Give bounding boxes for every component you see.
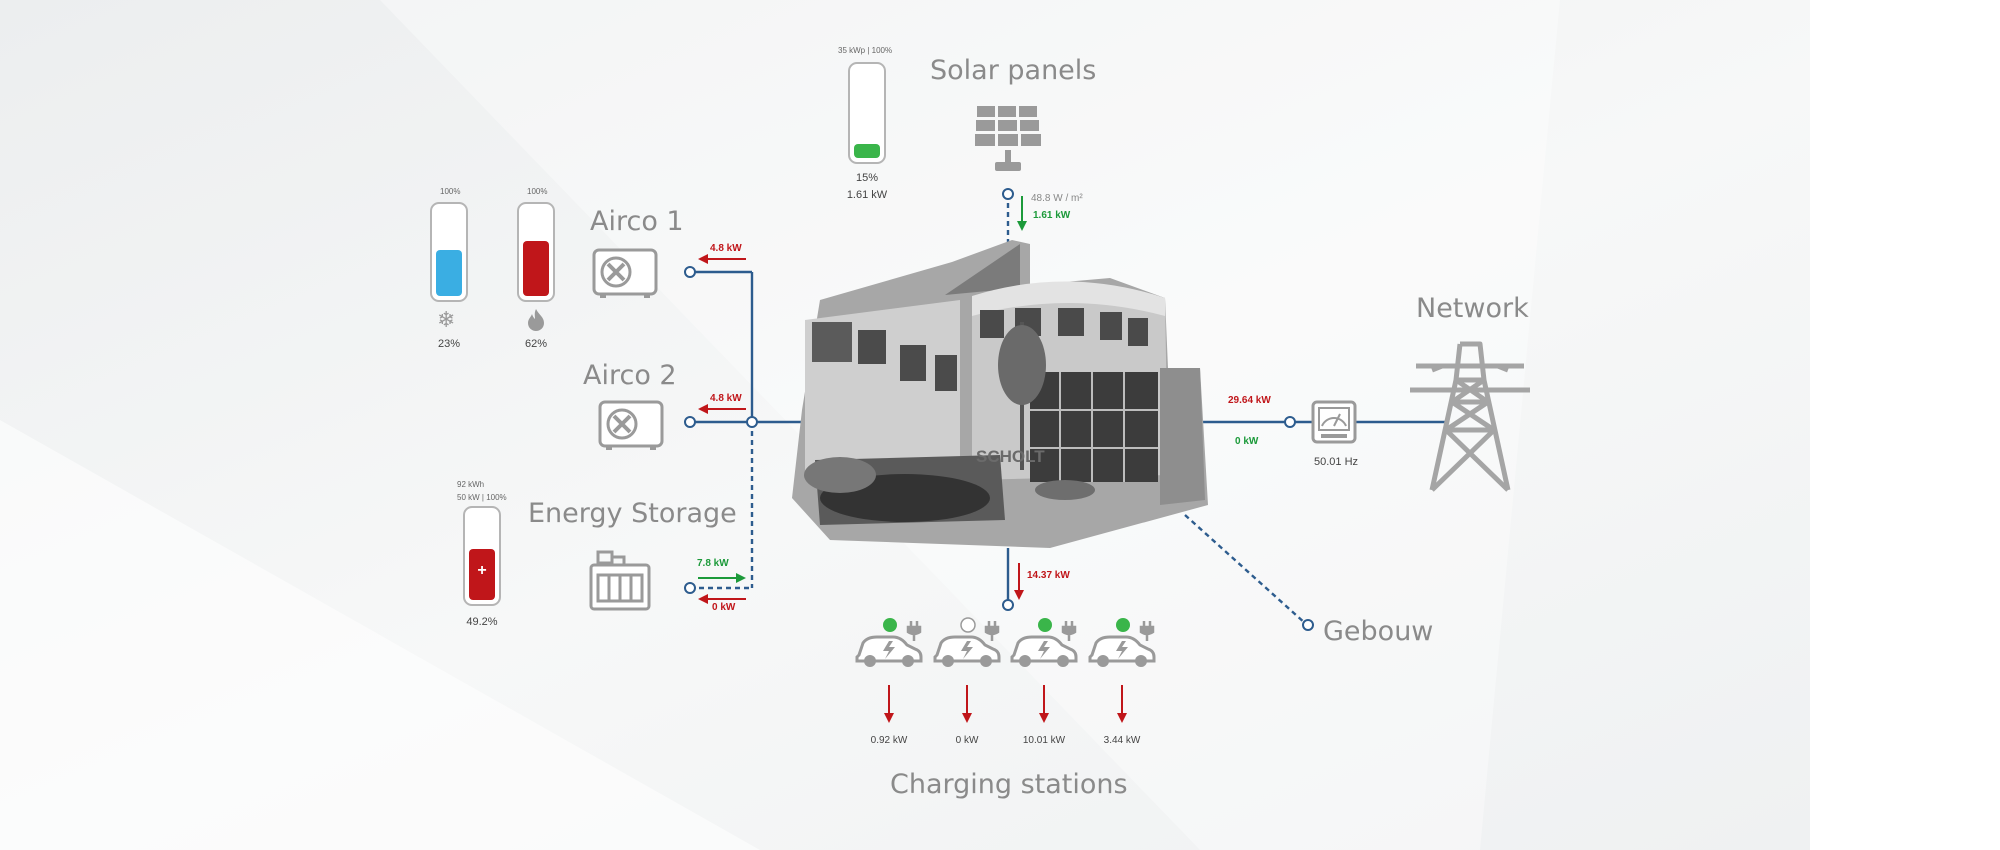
airco1-flow-label: 4.8 kW — [710, 243, 742, 254]
ev-car-icon — [933, 617, 1001, 667]
network-frequency-label: 50.01 Hz — [1313, 456, 1359, 468]
power-pylon-icon[interactable] — [1408, 340, 1532, 492]
storage-percent-label: 49.2% — [466, 616, 498, 628]
airco2-arrow-icon — [698, 404, 746, 414]
airco2-flow-label: 4.8 kW — [710, 393, 742, 404]
ev-car-icon — [855, 618, 923, 667]
solar-node[interactable] — [1002, 188, 1014, 200]
storage-gauge: + — [463, 506, 501, 606]
snowflake-icon: ❄ — [437, 308, 456, 333]
airco1-title: Airco 1 — [590, 206, 684, 237]
ev-car-icon — [1010, 618, 1078, 667]
airco2-title: Airco 2 — [583, 360, 677, 391]
station-arrows — [884, 685, 1127, 723]
station-power-label: 0.92 kW — [870, 735, 908, 746]
airco1-node[interactable] — [684, 266, 696, 278]
heating-gauge — [517, 202, 555, 302]
flame-icon — [528, 309, 544, 331]
battery-storage-icon[interactable] — [588, 549, 654, 613]
airco1-unit-icon[interactable] — [592, 248, 660, 300]
airco2-unit-icon[interactable] — [598, 400, 666, 452]
bus-node[interactable] — [746, 416, 758, 428]
cooling-percent-label: 23% — [437, 338, 461, 350]
storage-gauge-fill — [469, 549, 495, 600]
station-power-label: 0 kW — [955, 735, 979, 746]
cooling-gauge — [430, 202, 468, 302]
background-swoosh — [0, 420, 760, 850]
station-power-label: 3.44 kW — [1103, 735, 1141, 746]
background-panel — [1810, 0, 2000, 850]
network-node[interactable] — [1284, 416, 1296, 428]
charging-total-label: 14.37 kW — [1027, 570, 1070, 581]
gebouw-node[interactable] — [1302, 619, 1314, 631]
station-status-icon — [883, 618, 897, 632]
cooling-top-label: 100% — [440, 187, 461, 196]
solar-gauge-fill — [854, 144, 880, 158]
ev-car-icon — [1088, 618, 1156, 667]
gebouw-title: Gebouw — [1323, 616, 1434, 647]
solar-percent-label: 15% — [855, 172, 879, 184]
meter-icon[interactable] — [1311, 400, 1357, 446]
solar-capacity-label: 35 kWp | 100% — [838, 46, 893, 55]
airco1-arrow-icon — [698, 254, 746, 264]
gebouw-line — [1184, 514, 1307, 625]
charging-total-arrow-icon — [1014, 563, 1024, 600]
station-1-arrow-icon — [884, 685, 894, 723]
heating-percent-label: 62% — [524, 338, 548, 350]
storage-node[interactable] — [684, 582, 696, 594]
charging-node[interactable] — [1002, 599, 1014, 611]
solar-irradiance-label: 48.8 W / m² — [1031, 193, 1083, 204]
charging-station-4[interactable]: 3.44 kW — [1086, 615, 1158, 746]
charging-station-3[interactable]: 10.01 kW — [1008, 615, 1080, 746]
plus-icon: + — [477, 562, 487, 579]
storage-capacity-label: 92 kWh — [457, 480, 485, 489]
station-power-label: 10.01 kW — [1022, 735, 1066, 746]
storage-charge-arrow-icon — [698, 573, 746, 583]
solar-arrow-icon — [1017, 196, 1027, 231]
solar-panel-icon[interactable] — [973, 104, 1043, 176]
charging-station-2[interactable]: 0 kW — [931, 615, 1003, 746]
storage-rating-label: 50 kW | 100% — [457, 493, 507, 502]
station-4-arrow-icon — [1117, 685, 1127, 723]
storage-discharge-label: 0 kW — [712, 602, 736, 613]
cooling-gauge-fill — [436, 250, 462, 296]
station-status-icon — [1038, 618, 1052, 632]
heating-top-label: 100% — [527, 187, 548, 196]
network-import-label: 29.64 kW — [1228, 395, 1271, 406]
building-illustration[interactable]: SCHOLT — [792, 240, 1208, 548]
network-export-label: 0 kW — [1235, 436, 1259, 447]
airco2-node[interactable] — [684, 416, 696, 428]
solar-title: Solar panels — [930, 55, 1097, 86]
solar-gauge — [848, 62, 886, 164]
station-status-icon — [960, 617, 976, 633]
charging-station-1[interactable]: 0.92 kW — [853, 615, 925, 746]
storage-discharge-arrow-icon — [698, 594, 746, 604]
solar-flow-label: 1.61 kW — [1033, 210, 1071, 221]
station-3-arrow-icon — [1039, 685, 1049, 723]
network-title: Network — [1416, 293, 1529, 324]
station-status-icon — [1116, 618, 1130, 632]
heating-gauge-fill — [523, 241, 549, 296]
storage-title: Energy Storage — [528, 498, 737, 529]
solar-power-label: 1.61 kW — [846, 189, 888, 201]
storage-charge-label: 7.8 kW — [697, 558, 729, 569]
charging-title: Charging stations — [890, 769, 1128, 800]
station-2-arrow-icon — [962, 685, 972, 723]
building-sign: SCHOLT — [976, 447, 1045, 466]
